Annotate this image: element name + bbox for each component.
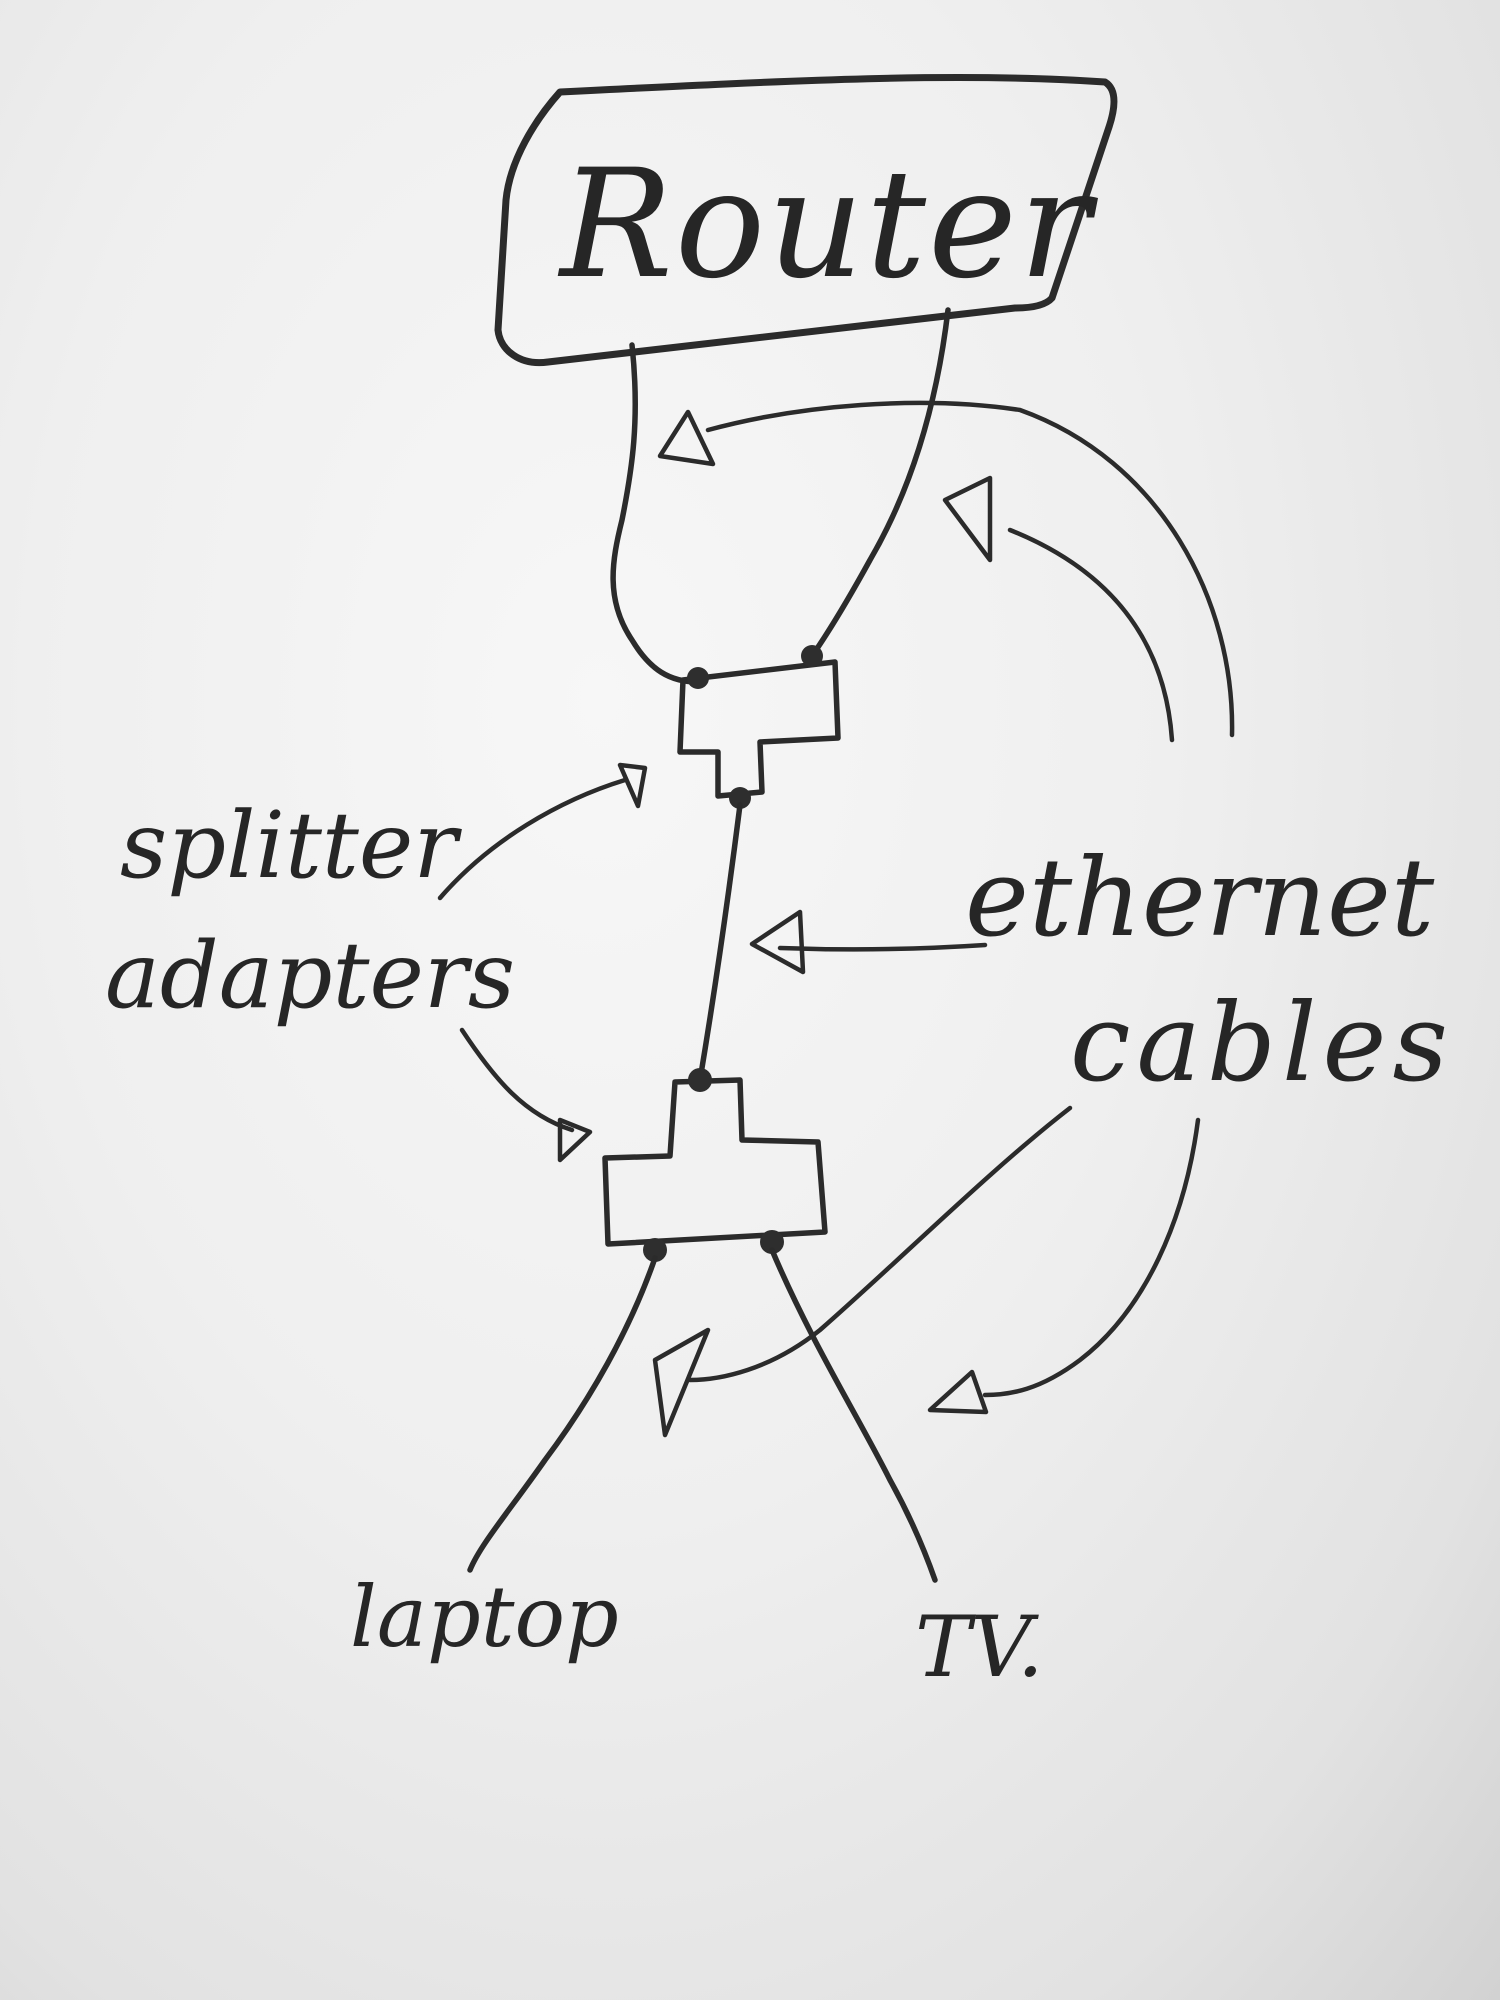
splitter-label-line1: splitter [120, 792, 458, 899]
arrowhead-ethernet-laptop [652, 1327, 711, 1438]
cable-router-right [809, 307, 951, 659]
splitter-bottom-port-left [643, 1238, 667, 1262]
arrow-ethernet-to-router-left [705, 400, 1235, 738]
arrow-ethernet-to-laptop [687, 1105, 1073, 1383]
arrowhead-splitter-top [617, 762, 648, 809]
splitter-adapter-bottom [602, 1077, 828, 1247]
arrowhead-ethernet-router-left [657, 409, 716, 467]
router-box [494, 73, 1118, 367]
cable-router-left [610, 342, 701, 685]
laptop-label: laptop [350, 1568, 619, 1666]
cable-middle [697, 802, 743, 1083]
tv-label: TV. [915, 1598, 1044, 1696]
ethernet-label-line1: ethernet [965, 836, 1435, 961]
arrow-ethernet-to-router-right [1007, 527, 1175, 743]
arrowhead-splitter-bottom [557, 1117, 593, 1163]
arrow-splitter-to-bottom [459, 1027, 575, 1133]
arrowhead-ethernet-middle [749, 909, 806, 975]
arrow-splitter-to-top [437, 777, 628, 901]
splitter-top-port-right [801, 645, 823, 667]
splitter-top-port-left [687, 667, 709, 689]
arrow-ethernet-to-middle [777, 942, 988, 952]
arrow-ethernet-to-tv [982, 1117, 1201, 1398]
cable-to-tv [769, 1247, 938, 1583]
cable-to-laptop [467, 1255, 658, 1573]
arrowhead-ethernet-tv [927, 1369, 989, 1415]
splitter-bottom-port-right [760, 1230, 784, 1254]
arrowhead-ethernet-router-right [942, 475, 993, 563]
splitter-bottom-port-top [688, 1068, 712, 1092]
ethernet-label-line2: cables [1070, 981, 1454, 1106]
splitter-label-line2: adapters [105, 922, 516, 1029]
splitter-top-port-bottom [729, 787, 751, 809]
router-label: Router [560, 138, 1093, 312]
splitter-adapter-top [677, 659, 841, 799]
